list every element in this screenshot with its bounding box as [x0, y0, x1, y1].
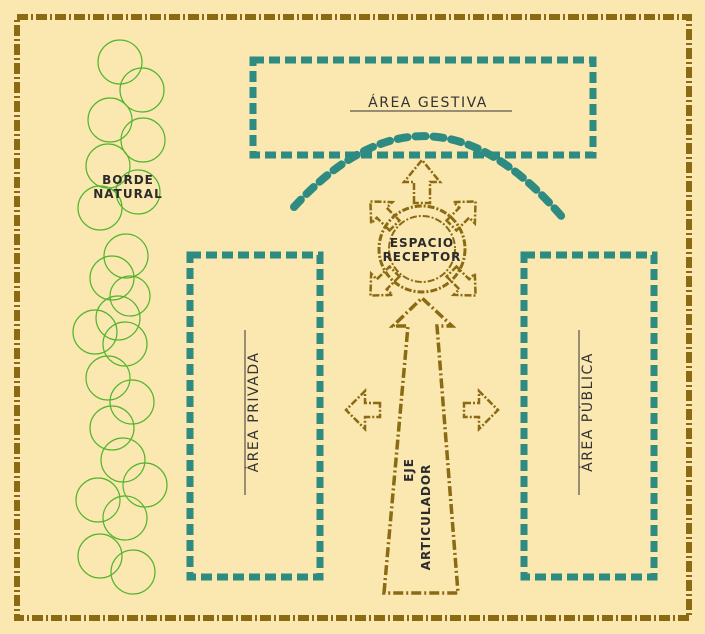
outer-frame	[14, 14, 692, 621]
arrow-lower-left	[369, 264, 402, 297]
area-privada-zone	[186, 251, 324, 581]
borde-natural-line2: NATURAL	[93, 187, 163, 201]
arrow-left	[344, 387, 382, 433]
area-gestiva-zone	[249, 56, 597, 159]
area-publica-zone	[520, 251, 658, 581]
borde-natural-line1: BORDE	[102, 173, 154, 187]
arrow-up	[401, 158, 443, 205]
arrow-right	[462, 387, 500, 433]
receptor-arc	[290, 132, 567, 222]
area-privada-label: ÁREA PRIVADA	[245, 352, 262, 473]
area-publica-label: ÁREA PÚBLICA	[578, 352, 596, 472]
area-gestiva-label: ÁREA GESTIVA	[368, 94, 488, 111]
arrow-lower-right	[444, 264, 477, 297]
receptor-inner-circle	[388, 215, 456, 283]
arrow-upper-right	[444, 200, 477, 233]
espacio-receptor-line1: ESPACIO	[390, 236, 454, 250]
eje-articulador-line2: ARTICULADOR	[419, 464, 433, 571]
eje-articulador-arrow	[382, 295, 460, 595]
receptor-outer-circle	[377, 204, 467, 294]
espacio-receptor-line2: RECEPTOR	[383, 250, 462, 264]
borde-natural-trees	[72, 39, 168, 595]
eje-articulador-line1: EJE	[402, 458, 416, 482]
arrow-upper-left	[369, 200, 402, 233]
